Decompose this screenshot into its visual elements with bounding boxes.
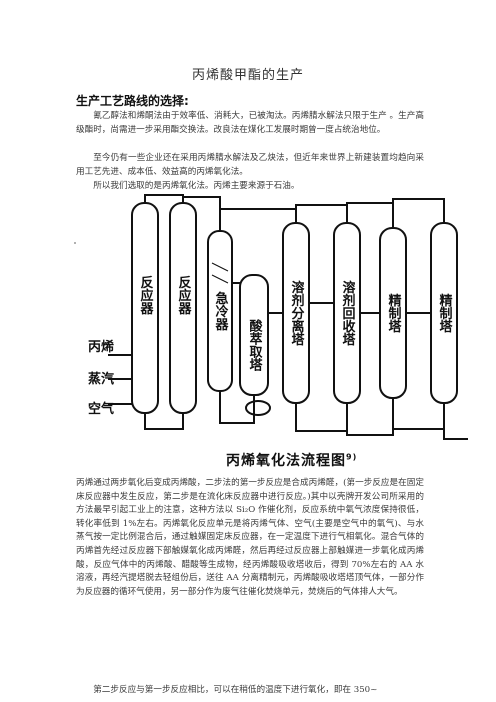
page-title: 丙烯酸甲酯的生产 — [191, 68, 304, 83]
quench-packing — [211, 262, 229, 284]
receiver-drum — [245, 400, 271, 416]
figure-caption: 丙烯氧化法流程图9) — [226, 450, 357, 470]
caption-reference: 9) — [346, 452, 358, 462]
pipe-bottom-5 — [392, 398, 445, 430]
section-heading: 生产工艺路线的选择: — [76, 94, 189, 108]
input-label-air: 空气 — [88, 401, 114, 417]
unit-label-quench: 急冷器 — [213, 291, 230, 332]
stray-dot — [74, 242, 76, 244]
caption-text: 丙烯氧化法流程图 — [226, 453, 346, 469]
unit-label-acid-extraction: 酸萃取塔 — [247, 318, 263, 371]
unit-label-reactor-1: 反应器 — [138, 275, 155, 316]
body-paragraph: 丙烯通过两步氧化后变成丙烯酸，二步法的第一步反应是合成丙烯醛，(第一步反应是在固… — [76, 478, 424, 597]
pipe-r1-r2 — [144, 194, 184, 203]
pipe-bottom-2 — [219, 391, 255, 424]
unit-label-refining-2: 精制塔 — [437, 293, 453, 333]
unit-label-refining-1: 精制塔 — [386, 293, 402, 333]
pipe-bottom-4 — [346, 398, 394, 436]
pipe-sep-rec — [295, 204, 348, 223]
last-line: 第二步反应与第一步反应相比，可以在稍低的温度下进行氧化，即在 350~ — [93, 685, 378, 695]
paragraph: 至今仍有一些企业还在采用丙烯腈水解法及乙炔法，但近年来世界上新建装置均趋向采用工… — [76, 153, 424, 177]
unit-label-reactor-2: 反应器 — [176, 275, 193, 316]
unit-label-solvent-separation: 溶剂分离塔 — [289, 280, 306, 346]
paragraph: 氰乙醇法和烯酮法由于效率低、消耗大，已被淘汰。丙烯腈水解法只限于生产 。生产高级… — [76, 111, 424, 135]
pipe-bottom-3 — [295, 403, 348, 432]
unit-label-solvent-recovery: 溶剂回收塔 — [340, 280, 357, 346]
input-label-steam: 蒸汽 — [88, 371, 114, 387]
paragraph: 所以我们选取的是丙烯氧化法。丙烯主要来源于石油。 — [93, 181, 300, 191]
pipe-r2-quench — [182, 196, 221, 231]
pipe-bottom-1 — [144, 413, 184, 430]
product-outlet — [443, 403, 468, 440]
input-label-propylene: 丙烯 — [88, 339, 114, 355]
pipe-ref1-ref2 — [392, 198, 445, 228]
process-flow-diagram: 丙烯 蒸汽 空气 反应器 反应器 急冷器 酸萃取塔 溶剂分离塔 溶剂回收塔 精制… — [88, 194, 468, 440]
